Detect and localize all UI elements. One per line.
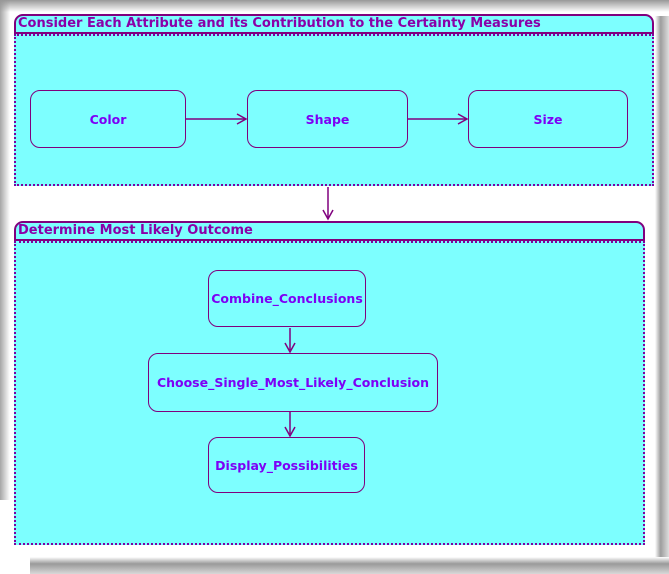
page-edge-left-shadow <box>0 0 10 500</box>
node-color[interactable]: Color <box>30 90 186 148</box>
node-combine-conclusions-label: Combine_Conclusions <box>211 291 363 306</box>
node-choose-single-most-likely-conclusion-label: Choose_Single_Most_Likely_Conclusion <box>156 375 430 390</box>
node-choose-single-most-likely-conclusion[interactable]: Choose_Single_Most_Likely_Conclusion <box>148 353 438 412</box>
node-color-label: Color <box>89 111 127 127</box>
page-edge-bottom-shadow <box>30 557 669 574</box>
page-edge-top-shadow <box>0 0 669 12</box>
node-display-possibilities[interactable]: Display_Possibilities <box>208 437 365 493</box>
panel-attributes-title: Consider Each Attribute and its Contribu… <box>18 16 541 31</box>
node-size[interactable]: Size <box>468 90 628 148</box>
arrow-panel1-to-panel2 <box>322 187 334 221</box>
panel-attributes-titlebar: Consider Each Attribute and its Contribu… <box>14 14 654 34</box>
node-shape-label: Shape <box>305 111 350 127</box>
node-combine-conclusions[interactable]: Combine_Conclusions <box>208 270 366 327</box>
node-size-label: Size <box>533 111 563 127</box>
node-display-possibilities-label: Display_Possibilities <box>215 457 358 473</box>
panel-outcome-title: Determine Most Likely Outcome <box>18 223 253 238</box>
page-edge-right-shadow <box>655 16 669 574</box>
node-shape[interactable]: Shape <box>247 90 408 148</box>
panel-outcome-titlebar: Determine Most Likely Outcome <box>14 221 645 241</box>
